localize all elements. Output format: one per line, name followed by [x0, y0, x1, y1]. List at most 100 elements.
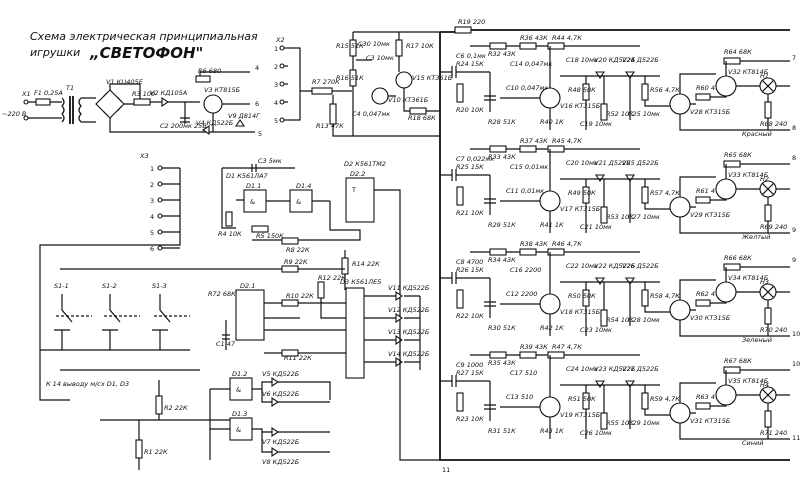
r-f-label: R40 1К: [540, 118, 564, 126]
pin-4: 4: [255, 64, 259, 72]
r-e-label: R30 51К: [488, 324, 516, 332]
bridge-rectifier-v1: [95, 89, 125, 119]
c2-label: C2 200мк 25В: [160, 122, 207, 130]
r-lamp-label: R71 240: [760, 429, 787, 437]
r17-label: R17 10К: [406, 42, 434, 50]
s13-label: S1-3: [152, 282, 167, 290]
r-in-label: R27 15К: [456, 369, 484, 377]
r-pre-label: R63 470: [696, 393, 723, 401]
x3-pin-number: 6: [150, 245, 154, 253]
x3-pin-number: 2: [150, 181, 154, 189]
tr-mid-label: V16 КТ315Б: [560, 102, 601, 110]
x3-pin-number: 3: [150, 197, 154, 205]
cap-f-label: C28 10мк: [628, 316, 660, 324]
r-lamp-label: R68 240: [760, 120, 787, 128]
lamp-label: H2: [760, 175, 769, 183]
lamp-label: H4: [760, 381, 769, 389]
flipflop-d2-2-pin-t: T: [351, 186, 356, 194]
edge-pin-number: 10: [792, 360, 800, 368]
lamp-label: H3: [760, 278, 769, 286]
x3-pin: [157, 165, 163, 171]
gate-d1-3-symbol: &: [236, 426, 241, 434]
cap-o-label: C18 10мк: [566, 56, 598, 64]
channel-color-label: Зеленый: [742, 336, 772, 344]
r16-label: R16 51К: [336, 74, 364, 82]
r-lamp-label: R70 240: [760, 326, 787, 334]
transistor-mid: [539, 87, 561, 109]
resistor-r14: [341, 257, 349, 275]
r5-label: R5 150К: [256, 232, 284, 240]
r2-label: R2 22К: [164, 404, 188, 412]
r-g-label: R48 50К: [568, 86, 596, 94]
r-a-label: R34 43К: [488, 256, 516, 264]
r-f-label: R43 1К: [540, 427, 564, 435]
x3-pin: [157, 213, 163, 219]
cap-o-label: C22 10мк: [566, 262, 598, 270]
v2-label: V2 КД105А: [150, 89, 187, 97]
r11-label: R11 22К: [284, 354, 312, 362]
tr-out-label: V35 КТ814Б: [728, 377, 769, 385]
r-h-label: R54 10К: [606, 316, 634, 324]
diode-1: [594, 174, 606, 182]
resistor-bias: [456, 186, 464, 206]
diode-v11: [395, 290, 403, 302]
resistor-pre: [695, 196, 711, 204]
resistor-r17: [395, 39, 403, 57]
resistor-b: [547, 351, 565, 359]
resistor-out: [641, 392, 649, 410]
gate-d1-4-symbol: &: [296, 198, 301, 206]
resistor-out: [641, 83, 649, 101]
x3-pin: [157, 245, 163, 251]
r-top-label: R64 68К: [724, 48, 752, 56]
r-c-label: R37 43К: [520, 137, 548, 145]
r14-label: R14 22К: [352, 260, 380, 268]
channel-color-label: Красный: [742, 130, 772, 138]
r10-label: R10 22К: [286, 292, 314, 300]
r-e-label: R31 51К: [488, 427, 516, 435]
gate-d1-2-symbol: &: [236, 386, 241, 394]
cap-in-label: C8 4700: [456, 258, 483, 266]
transistor-v3: [203, 94, 223, 114]
cap-b-label: C12 2200: [506, 290, 537, 298]
diode-2: [624, 380, 636, 388]
v11-label: V11 КД522Б: [388, 284, 430, 292]
x3-pin: [157, 197, 163, 203]
resistor-bias: [456, 83, 464, 103]
diode2-label: V24 Д522Б: [622, 56, 659, 64]
tr-out-label: V33 КТ814Б: [728, 171, 769, 179]
diode2-label: V25 Д522Б: [622, 159, 659, 167]
r19-label: R19 220: [458, 18, 485, 26]
transistor-driver: [669, 196, 691, 218]
r-pre-label: R60 470: [696, 84, 723, 92]
channel-color-label: Синий: [742, 439, 763, 447]
transistor-output: [715, 281, 737, 303]
x3-pin: [157, 181, 163, 187]
r-b-label: R46 4,7К: [552, 240, 582, 248]
resistor-lamp: [764, 204, 772, 222]
r-pre-label: R62 470: [696, 290, 723, 298]
diode1-label: V23 КД522Б: [594, 365, 636, 373]
diode-1: [594, 277, 606, 285]
r-a-label: R33 43К: [488, 153, 516, 161]
diode-v7: [271, 426, 279, 438]
d1-label: D1 К561ЛА7: [226, 172, 269, 180]
r-a-label: R32 43К: [488, 50, 516, 58]
edge-pin-number: 10: [792, 330, 800, 338]
cap-f-label: C29 10мк: [628, 419, 660, 427]
transistor-output: [715, 384, 737, 406]
v5-label: V5 КД522Б: [262, 370, 300, 378]
resistor-a: [489, 248, 507, 256]
resistor-pre: [695, 299, 711, 307]
diode2-label: V26 Д522Б: [622, 262, 659, 270]
zener-v9: [234, 119, 246, 127]
v1-label: V1 КЦ405Е: [106, 78, 144, 86]
r15-label: R15 51К: [336, 42, 364, 50]
transistor-mid: [539, 190, 561, 212]
x2-pin-number: 3: [274, 81, 278, 89]
power-supply: ~220 В X1 F1 0,25A T1 V1 КЦ405Е R3 100 V…: [2, 64, 262, 138]
resistor-r19: [454, 26, 472, 34]
